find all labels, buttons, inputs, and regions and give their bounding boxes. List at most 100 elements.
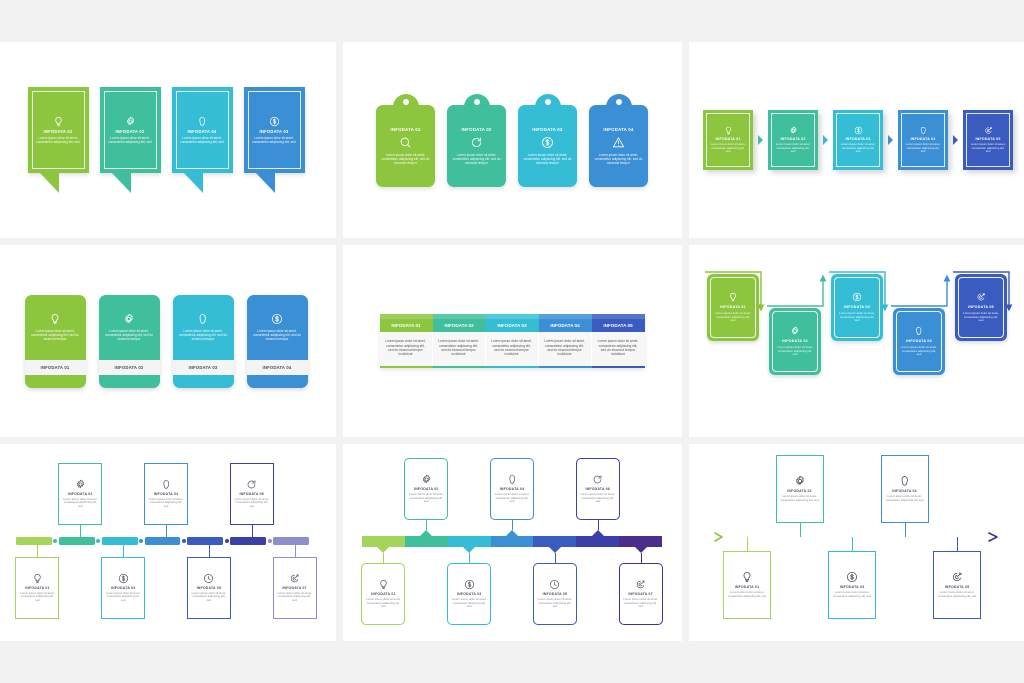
chevron-right-icon [758,135,763,145]
band-card[interactable]: Lorem ipsum dolor sit amet, consectetur … [172,294,234,388]
chain-card-body-text: Lorem ipsum dolor sit amet, consectetur … [840,142,876,154]
table-header-cell[interactable]: INFODATA 01 [379,319,433,333]
bubble-card-title: INFODATA 03 [259,129,289,134]
timeline-card-title: INFODATA 03 [839,584,865,589]
timeline-node[interactable] [223,537,230,544]
timeline-pointer [591,530,604,536]
panel-label-band-cards[interactable]: Lorem ipsum dolor sit amet, consectetur … [0,245,336,437]
timeline-segment[interactable] [101,536,138,545]
timeline-segment[interactable] [187,536,224,545]
timeline-segment[interactable] [144,536,181,545]
table-header-cell[interactable]: INFODATA 05 [591,319,645,333]
band-card[interactable]: Lorem ipsum dolor sit amet, consectetur … [24,294,86,388]
band-card-title: INFODATA 04 [262,364,292,370]
timeline-node[interactable] [266,537,273,544]
timeline-card-body-text: Lorem ipsum dolor sit amet, consectetur … [537,597,573,609]
chevron-right-icon [888,135,893,145]
timeline-segment [362,536,405,547]
tag-card-title: INFODATA 03 [532,126,563,132]
timeline-node[interactable] [180,537,187,544]
table-header-cell[interactable]: INFODATA 03 [485,319,539,333]
tag-card-body-text: Lorem ipsum dolor sit amet, consectetur … [523,152,572,165]
timeline-node[interactable] [95,537,102,544]
timeline-stem [251,524,253,537]
band-card[interactable]: Lorem ipsum dolor sit amet, consectetur … [246,294,308,388]
zigzag-card-body-text: Lorem ipsum dolor sit amet, consectetur … [963,311,999,323]
lightbulb-icon [741,571,753,583]
target-icon [984,126,993,135]
chain-card-body-text: Lorem ipsum dolor sit amet, consectetur … [775,142,811,154]
timeline-segment[interactable] [230,536,267,545]
timeline-segment[interactable] [16,536,52,545]
band-card-top: Lorem ipsum dolor sit amet, consectetur … [99,295,160,360]
timeline-card-title: INFODATA 01 [734,584,760,589]
bubble-card-title: INFODATA 02 [115,129,145,134]
tag-card-body-text: Lorem ipsum dolor sit amet, consectetur … [452,152,501,165]
gear-icon [421,474,432,485]
tag-card-body: INFODATA 03 Lorem ipsum dolor sit amet, c… [518,104,577,187]
timeline-segment[interactable] [58,536,95,545]
table-header-cell[interactable]: INFODATA 04 [538,319,592,333]
refresh-icon [592,474,603,485]
tag-card[interactable]: INFODATA 03 Lorem ipsum dolor sit amet, c… [518,93,577,187]
gear-icon [789,126,798,135]
timeline-segment[interactable] [273,536,309,545]
timeline-card-title: INFODATA 07 [628,592,653,597]
band-card[interactable]: Lorem ipsum dolor sit amet, consectetur … [98,294,160,388]
table-header-cell[interactable]: INFODATA 02 [432,319,486,333]
timeline-node[interactable] [52,537,59,544]
band-card-label: INFODATA 04 [246,359,308,375]
warning-icon [612,136,625,149]
target-icon [976,292,986,302]
band-card-foot [173,375,234,388]
timeline-node[interactable] [138,537,145,544]
timeline-gradient-bar[interactable] [362,536,663,547]
